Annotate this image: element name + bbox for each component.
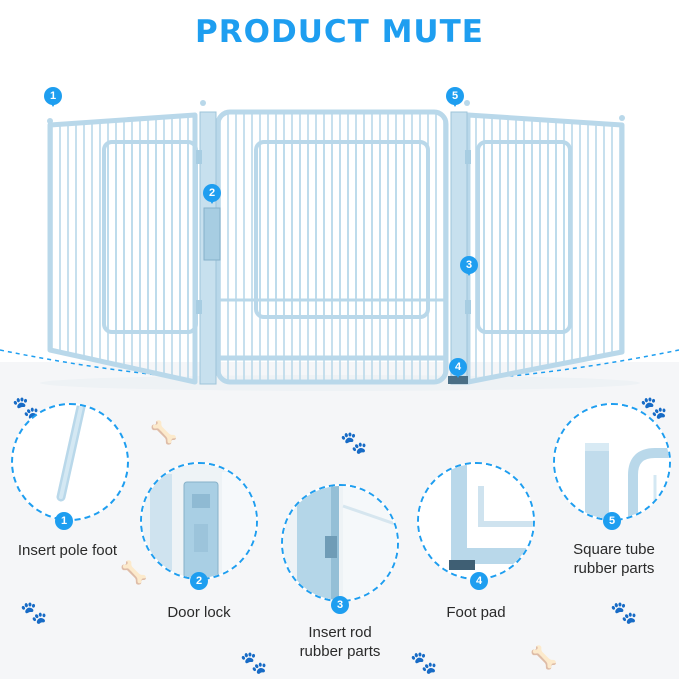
bone-icon: 🦴 — [150, 420, 178, 445]
marker-3: 3 — [460, 256, 478, 276]
detail-circle-insert-rod — [281, 484, 399, 602]
marker-1: 1 — [44, 87, 62, 107]
paw-print-icon: 🐾 — [410, 650, 438, 675]
paw-print-icon: 🐾 — [340, 430, 368, 455]
marker-2: 2 — [203, 184, 221, 204]
gate-panel — [215, 109, 449, 385]
page-title: PRODUCT MUTE — [195, 14, 484, 50]
detail-label-3: Insert rod rubber parts — [270, 623, 410, 661]
detail-label-5: Square tube rubber parts — [549, 540, 679, 578]
door-lock — [203, 207, 221, 261]
detail-badge-3: 3 — [331, 596, 349, 614]
detail-circle-pole-foot — [11, 403, 129, 521]
front-right-panel — [465, 112, 625, 385]
paw-print-icon: 🐾 — [240, 650, 268, 675]
detail-badge-5: 5 — [603, 512, 621, 530]
paw-print-icon: 🐾 — [20, 600, 48, 625]
playpen-illustration — [47, 100, 625, 385]
detail-circle-square-tube — [553, 403, 671, 521]
front-left-panel — [47, 112, 198, 385]
right-post — [450, 111, 468, 385]
foot-pad — [448, 376, 468, 384]
detail-badge-1: 1 — [55, 512, 73, 530]
detail-label-2: Door lock — [167, 604, 231, 621]
detail-label-5-line1: Square tube — [573, 541, 655, 558]
detail-label-1: Insert pole foot — [17, 542, 118, 559]
bone-icon: 🦴 — [530, 645, 558, 670]
detail-label-4: Foot pad — [446, 604, 506, 621]
paw-print-icon: 🐾 — [610, 600, 638, 625]
detail-badge-4: 4 — [470, 572, 488, 590]
detail-badge-2: 2 — [190, 572, 208, 590]
marker-5: 5 — [446, 87, 464, 107]
detail-label-3-line1: Insert rod — [308, 624, 372, 641]
detail-circle-door-lock — [140, 462, 258, 580]
marker-4: 4 — [449, 358, 467, 378]
detail-circle-foot-pad — [417, 462, 535, 580]
detail-label-3-line2: rubber parts — [299, 643, 381, 660]
detail-label-5-line2: rubber parts — [573, 560, 655, 577]
